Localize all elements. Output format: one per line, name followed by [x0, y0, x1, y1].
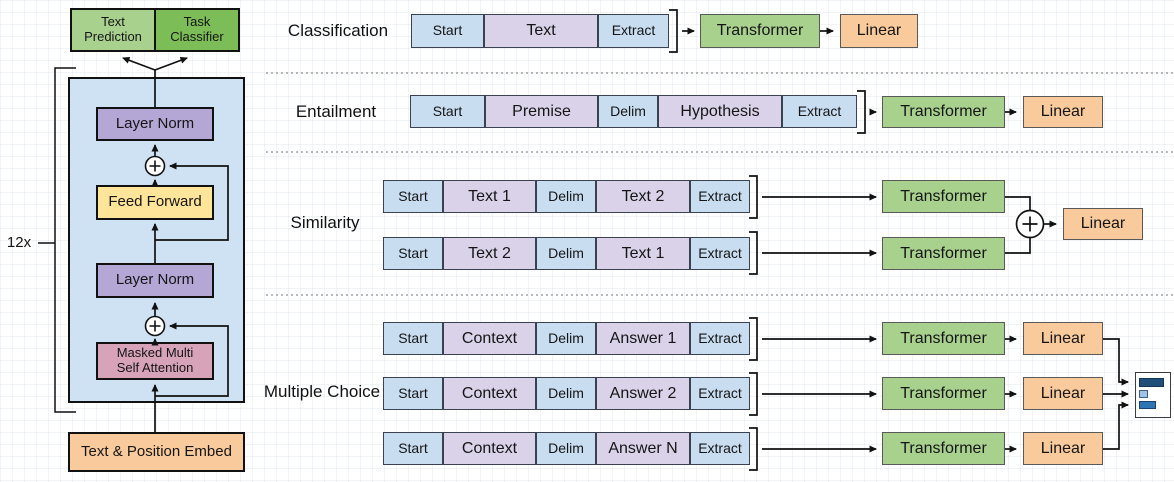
similarity-row1-cell-text1: Text 1 [443, 180, 536, 213]
mc-row1-cell-start: Start [383, 322, 443, 355]
classification-cell-extract: Extract [598, 14, 669, 48]
mc-row1-cell-delim: Delim [536, 322, 596, 355]
similarity-row1-cell-extract: Extract [690, 180, 750, 213]
entailment-cell-start: Start [410, 95, 485, 128]
feed-forward-block: Feed Forward [96, 185, 214, 220]
mc-linear3-to-chart [1103, 401, 1129, 450]
layer-norm-bottom-block: Layer Norm [96, 263, 214, 298]
mc-row2-cell-start: Start [383, 377, 443, 410]
entailment-cell-hypothesis: Hypothesis [658, 95, 782, 128]
entailment-label: Entailment [295, 102, 377, 121]
mc-row2-linear: Linear [1023, 377, 1103, 410]
to-text-prediction-arrow [122, 57, 156, 71]
to-task-classifier-arrow [154, 57, 188, 71]
task-classifier-head: Task Classifier [155, 8, 240, 52]
entailment-bracket [857, 90, 866, 134]
similarity-row2-cell-text2: Text 2 [443, 237, 536, 270]
entailment-cell-premise: Premise [485, 95, 598, 128]
entailment-transformer: Transformer [882, 96, 1005, 128]
similarity-row2-cell-delim: Delim [536, 237, 596, 270]
mc-bracket-2 [749, 372, 758, 416]
text-prediction-head: Text Prediction [70, 8, 155, 52]
mc-row3-cell-start: Start [383, 432, 443, 465]
classification-linear: Linear [840, 14, 918, 48]
similarity-bracket-2 [749, 231, 758, 275]
mc-row1-cell-context: Context [443, 322, 536, 355]
mc-row1-linear: Linear [1023, 322, 1103, 355]
mc-row3-cell-context: Context [443, 432, 536, 465]
mc-row2-transformer: Transformer [882, 377, 1005, 410]
mc-row1-cell-extract: Extract [690, 322, 750, 355]
similarity-row1-cell-text2: Text 2 [596, 180, 690, 213]
similarity-merge-elbow-2 [1005, 238, 1031, 254]
similarity-row2-cell-start: Start [383, 237, 443, 270]
entailment-cell-extract: Extract [782, 95, 857, 128]
mc-row3-cell-extract: Extract [690, 432, 750, 465]
mc-row2-cell-delim: Delim [536, 377, 596, 410]
similarity-row1-transformer: Transformer [882, 180, 1005, 213]
mc-row3-transformer: Transformer [882, 432, 1005, 465]
mc-bracket-3 [749, 427, 758, 471]
similarity-label: Similarity [290, 213, 360, 232]
similarity-row1-cell-start: Start [383, 180, 443, 213]
multiple-choice-label: Multiple Choice [263, 382, 381, 401]
mc-row1-transformer: Transformer [882, 322, 1005, 355]
plus-circle-icon-similarity [1015, 209, 1045, 239]
similarity-linear: Linear [1063, 208, 1143, 240]
text-position-embed-block: Text & Position Embed [68, 432, 245, 472]
similarity-row2-cell-extract: Extract [690, 237, 750, 270]
mc-bracket-1 [749, 317, 758, 361]
mc-row2-cell-answer2: Answer 2 [596, 377, 690, 410]
classification-label: Classification [287, 21, 389, 40]
masked-self-attention-block: Masked Multi Self Attention [96, 342, 214, 380]
choice-bar-1 [1139, 378, 1164, 387]
mc-row2-cell-context: Context [443, 377, 536, 410]
mc-row3-cell-delim: Delim [536, 432, 596, 465]
entailment-linear: Linear [1023, 96, 1103, 128]
mc-row1-cell-answer1: Answer 1 [596, 322, 690, 355]
choice-bar-3 [1139, 401, 1156, 409]
similarity-bracket-1 [749, 175, 758, 219]
similarity-merge-elbow-1 [1005, 196, 1031, 210]
layer-norm-top-block: Layer Norm [96, 107, 214, 141]
mc-linear1-to-chart [1103, 338, 1129, 386]
similarity-row2-transformer: Transformer [882, 237, 1005, 270]
mc-row3-linear: Linear [1023, 432, 1103, 465]
classification-cell-start: Start [411, 14, 484, 48]
similarity-row1-cell-delim: Delim [536, 180, 596, 213]
mc-row2-cell-extract: Extract [690, 377, 750, 410]
choice-bar-2 [1139, 390, 1148, 398]
similarity-row2-cell-text1: Text 1 [596, 237, 690, 270]
classification-bracket [669, 9, 678, 53]
classification-cell-text: Text [484, 14, 598, 48]
classification-transformer: Transformer [700, 14, 820, 48]
repeat-count-label: 12x [6, 233, 32, 251]
mc-row3-cell-answerN: Answer N [596, 432, 690, 465]
entailment-cell-delim: Delim [598, 95, 658, 128]
